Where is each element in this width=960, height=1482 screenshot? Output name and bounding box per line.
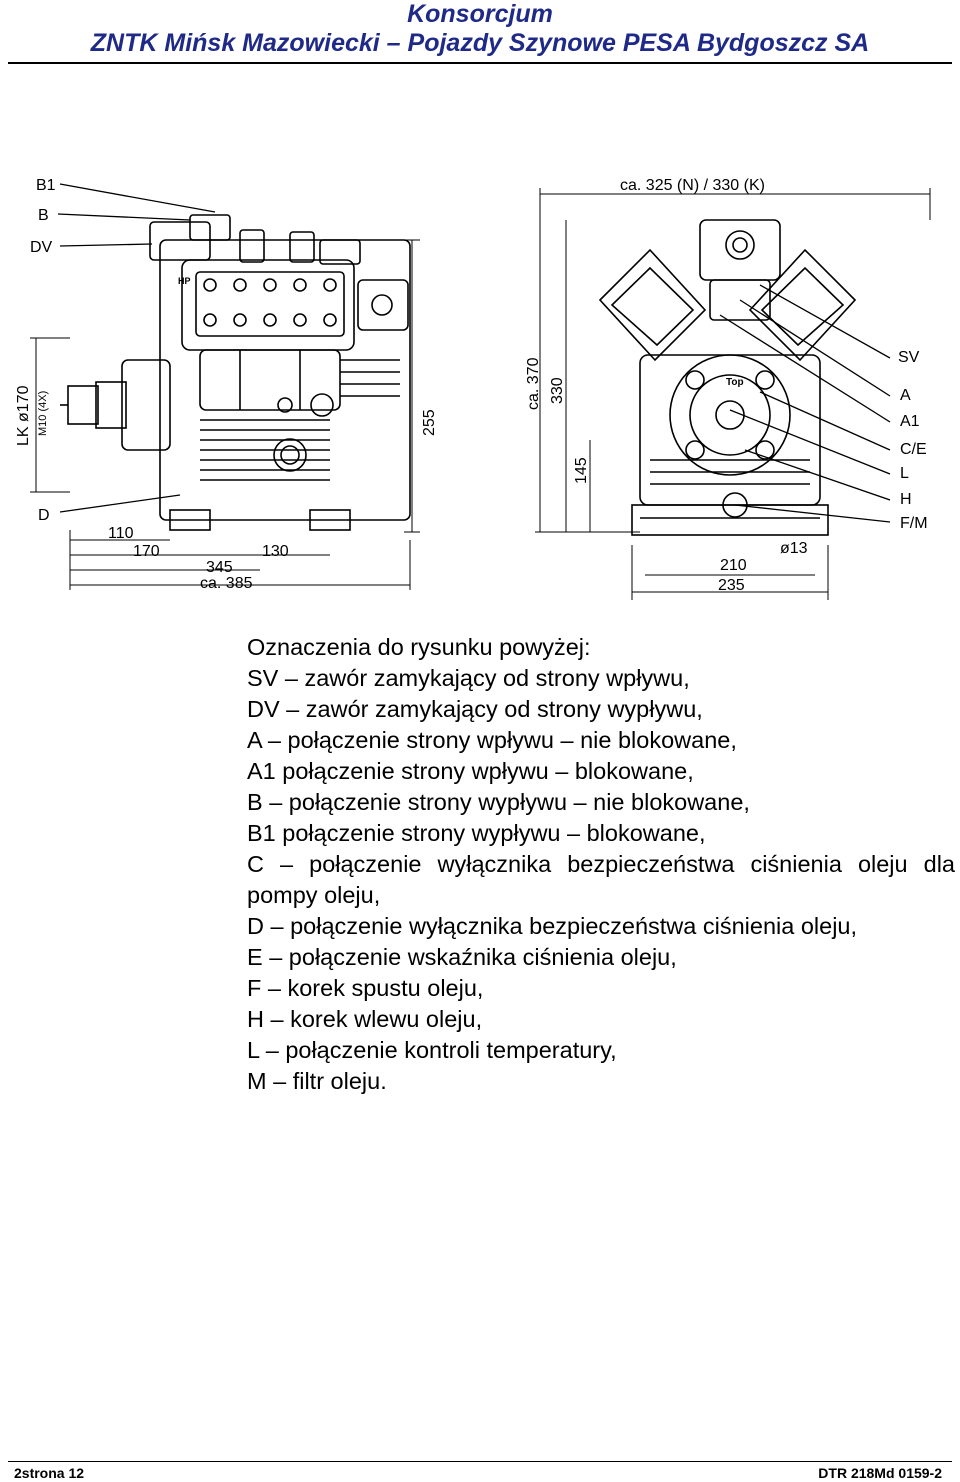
label-b: B <box>38 207 49 224</box>
label-d: D <box>38 507 50 524</box>
label-a: A <box>900 387 911 404</box>
drawing-labels: B1 B DV D HP LK ø170 M10 (4X) 255 110 17… <box>15 177 928 594</box>
compressor-front-view <box>598 219 857 536</box>
label-h: H <box>900 491 912 508</box>
legend-item: SV – zawór zamykający od strony wpływu, <box>247 665 690 691</box>
legend-item: E – połączenie wskaźnika ciśnienia oleju… <box>247 944 677 970</box>
legend-item: A1 połączenie strony wpływu – blokowane, <box>247 758 694 784</box>
label-dim-345: 345 <box>206 559 233 576</box>
header-title: Konsorcjum <box>407 0 553 28</box>
legend-item: B1 połączenie strony wypływu – blokowane… <box>247 820 706 846</box>
header-subtitle: ZNTK Mińsk Mazowiecki – Pojazdy Szynowe … <box>90 29 870 57</box>
label-dim-210: 210 <box>720 557 747 574</box>
label-dim-130: 130 <box>262 543 289 560</box>
compressor-side-view <box>60 214 411 531</box>
legend-item: B – połączenie strony wypływu – nie blok… <box>247 789 750 815</box>
label-lk: LK ø170 <box>15 385 32 446</box>
label-a1: A1 <box>900 413 920 430</box>
left-leader-lines <box>57 183 216 513</box>
legend-item: M – filtr oleju. <box>247 1068 387 1094</box>
label-l: L <box>900 465 909 482</box>
compressor-technical-drawing: B1 B DV D HP LK ø170 M10 (4X) 255 110 17… <box>15 177 931 600</box>
label-hp: HP <box>178 276 191 286</box>
left-dimension-lines <box>30 239 420 590</box>
legend: Oznaczenia do rysunku powyżej: SV – zawó… <box>247 632 955 1097</box>
legend-item: C – połączenie wyłącznika bezpieczeństwa… <box>247 851 955 908</box>
label-m10: M10 (4X) <box>37 391 49 436</box>
right-leader-lines <box>719 284 891 523</box>
label-dim-145: 145 <box>573 457 590 484</box>
label-dim-110: 110 <box>108 525 134 542</box>
label-dim-255: 255 <box>421 409 438 436</box>
label-ce: C/E <box>900 441 927 458</box>
label-top: Top <box>726 377 744 388</box>
legend-item: A – połączenie strony wpływu – nie bloko… <box>247 727 737 753</box>
label-width: ca. 325 (N) / 330 (K) <box>620 177 765 194</box>
label-dim-330: 330 <box>549 377 566 404</box>
label-sv: SV <box>898 349 920 366</box>
page-number: 2strona 12 <box>14 1465 85 1481</box>
label-fm: F/M <box>900 515 928 532</box>
label-dv: DV <box>30 239 53 256</box>
document-code: DTR 218Md 0159-2 <box>818 1465 942 1481</box>
label-b1: B1 <box>36 177 56 194</box>
footer-divider <box>8 1461 952 1462</box>
legend-item: H – korek wlewu oleju, <box>247 1006 483 1032</box>
legend-item: DV – zawór zamykający od strony wypływu, <box>247 696 703 722</box>
right-dimension-lines <box>535 188 931 600</box>
page-header: Konsorcjum ZNTK Mińsk Mazowiecki – Pojaz… <box>0 0 960 58</box>
legend-item: F – korek spustu oleju, <box>247 975 484 1001</box>
header-divider <box>8 62 952 64</box>
legend-intro: Oznaczenia do rysunku powyżej: <box>247 634 591 660</box>
label-dim-235: 235 <box>718 577 745 594</box>
label-dim-385: ca. 385 <box>200 575 253 592</box>
label-dim-370: ca. 370 <box>525 357 542 410</box>
label-dim-170: 170 <box>133 543 160 560</box>
label-d13: ø13 <box>780 540 808 557</box>
legend-item: D – połączenie wyłącznika bezpieczeństwa… <box>247 913 858 939</box>
legend-item: L – połączenie kontroli temperatury, <box>247 1037 617 1063</box>
